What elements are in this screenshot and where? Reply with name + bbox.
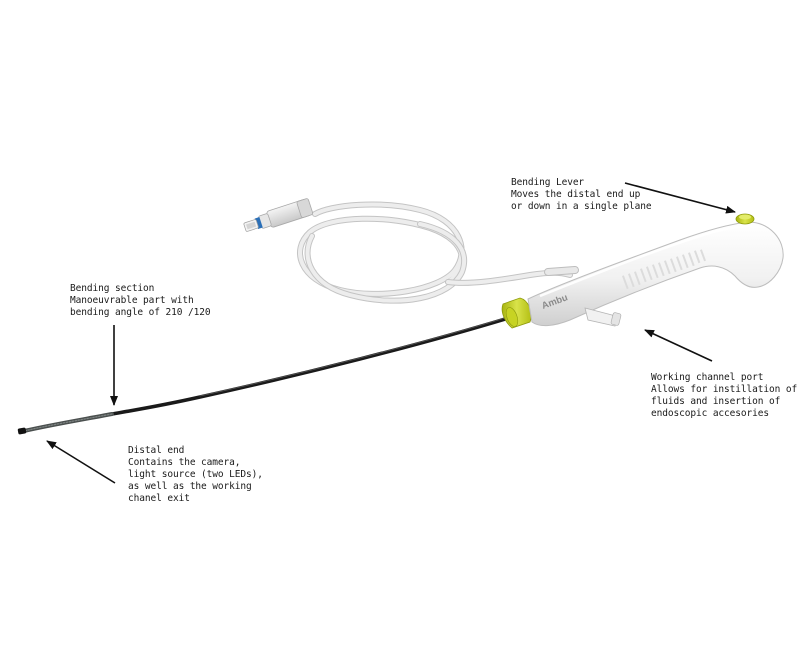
distal-end-line1: Contains the camera, <box>128 457 241 468</box>
working-channel-title: Working channel port <box>651 372 764 383</box>
working-channel-port <box>584 307 622 327</box>
distal-end-line3: as well as the working <box>128 481 252 492</box>
bending-lever <box>735 213 755 225</box>
working-channel-line2: fluids and insertion of <box>651 396 781 407</box>
bending-section-line1: Manoeuvrable part with <box>70 295 194 306</box>
endoscope-handle: Ambu <box>501 213 784 329</box>
umbilical-cable <box>297 201 579 304</box>
distal-end-title: Distal end <box>128 445 185 456</box>
distal-end-line4: chanel exit <box>128 493 190 504</box>
bending-lever-line2: or down in a single plane <box>511 201 652 212</box>
working-channel-line1: Allows for instillation of <box>651 384 798 395</box>
distal-end-line2: light source (two LEDs), <box>128 469 263 480</box>
callout-arrows <box>46 182 736 484</box>
bending-section-label: Bending section Manoeuvrable part with b… <box>70 283 211 319</box>
bending-section-title: Bending section <box>70 283 155 294</box>
distal-end-label: Distal end Contains the camera, light so… <box>128 445 263 505</box>
cable-connector <box>243 198 314 232</box>
distal-tip <box>17 427 27 435</box>
grip-texture <box>621 249 706 290</box>
working-channel-line3: endoscopic accesories <box>651 408 770 419</box>
insertion-shaft <box>110 314 517 416</box>
bending-lever-label: Bending Lever Moves the distal end up or… <box>511 177 652 213</box>
bending-section <box>22 412 114 433</box>
working-channel-port-label: Working channel port Allows for instilla… <box>651 372 797 420</box>
distal-end-arrow <box>46 440 116 484</box>
bending-lever-title: Bending Lever <box>511 177 585 188</box>
bending-lever-line1: Moves the distal end up <box>511 189 641 200</box>
bending-lever-arrow <box>624 182 736 214</box>
working-channel-arrow <box>644 329 713 362</box>
bending-section-line2: bending angle of 210 /120 <box>70 307 211 318</box>
